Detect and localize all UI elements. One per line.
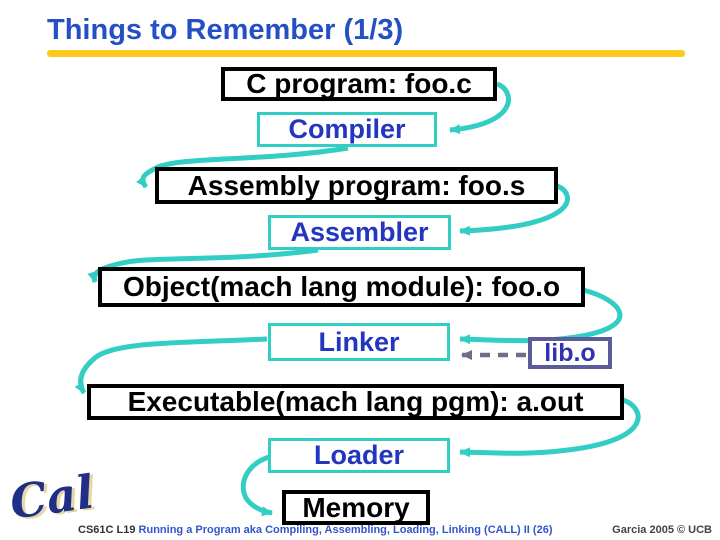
node-linker-label: Linker (318, 326, 400, 357)
node-assembly-program-label: Assembly program: foo.s (187, 169, 526, 201)
arrow-assembly-to-assembler (459, 183, 570, 236)
node-loader-label: Loader (313, 440, 405, 470)
node-object-module-label: Object(mach lang module): foo.o (122, 271, 561, 302)
footer-course-code: CS61C L19 (78, 524, 136, 536)
arrow-linker-to-executable (74, 336, 268, 395)
arrow-cprogram-to-compiler (449, 81, 511, 135)
node-memory-label: Memory (302, 491, 410, 523)
arrow-executable-to-loader (459, 397, 641, 458)
node-assembler: Assembler (268, 215, 451, 250)
footer-lecture-title: Running a Program aka Compiling, Assembl… (135, 524, 553, 536)
arrow-compiler-to-assembly (136, 145, 349, 189)
footer-line: CS61C L19 Running a Program aka Compilin… (78, 524, 553, 536)
node-compiler: Compiler (257, 112, 437, 147)
node-assembler-label: Assembler (290, 217, 429, 247)
node-loader: Loader (268, 438, 450, 473)
arrow-assembler-to-object (87, 247, 319, 283)
node-lib-o: lib.o (528, 337, 612, 369)
node-c-program-label: C program: foo.c (246, 68, 472, 99)
title-underline-bar (47, 50, 685, 57)
node-memory: Memory (282, 490, 430, 525)
node-c-program: C program: foo.c (221, 67, 497, 101)
arrow-loader-to-memory (240, 454, 273, 517)
slide-title: Things to Remember (1/3) (47, 14, 404, 46)
node-lib-o-label: lib.o (544, 338, 596, 367)
node-executable-label: Executable(mach lang pgm): a.out (127, 386, 584, 417)
node-compiler-label: Compiler (288, 114, 406, 144)
node-linker: Linker (268, 323, 450, 361)
node-object-module: Object(mach lang module): foo.o (98, 267, 585, 307)
node-assembly-program: Assembly program: foo.s (155, 167, 558, 204)
footer-credit: Garcia 2005 © UCB (612, 524, 712, 536)
cal-logo: Cal (6, 464, 98, 530)
arrow-object-to-linker (459, 287, 623, 345)
node-executable: Executable(mach lang pgm): a.out (87, 384, 624, 420)
